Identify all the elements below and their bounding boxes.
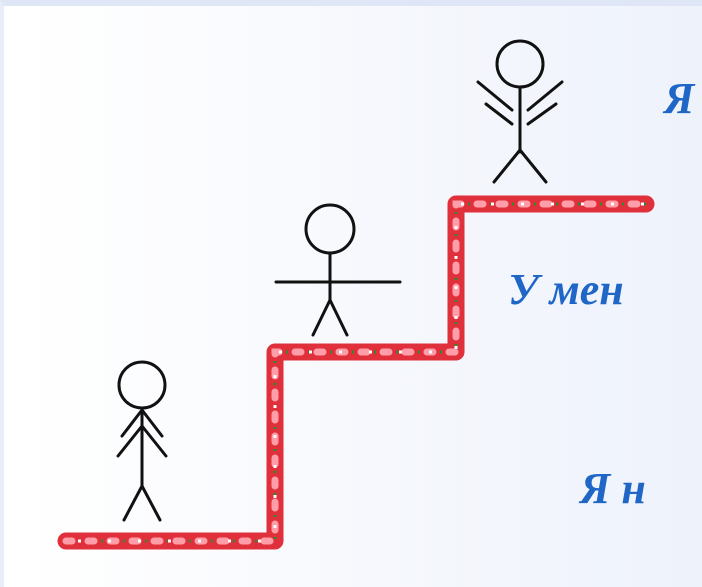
caption-bottom: Я н [580, 464, 646, 513]
stick-figure-icon [116, 360, 168, 522]
stick-figure-icon [274, 203, 402, 337]
stick-figure-icon [476, 39, 564, 184]
caption-top: Я [664, 74, 695, 123]
staircase-icon [57, 195, 655, 550]
caption-middle: У мен [508, 265, 624, 314]
